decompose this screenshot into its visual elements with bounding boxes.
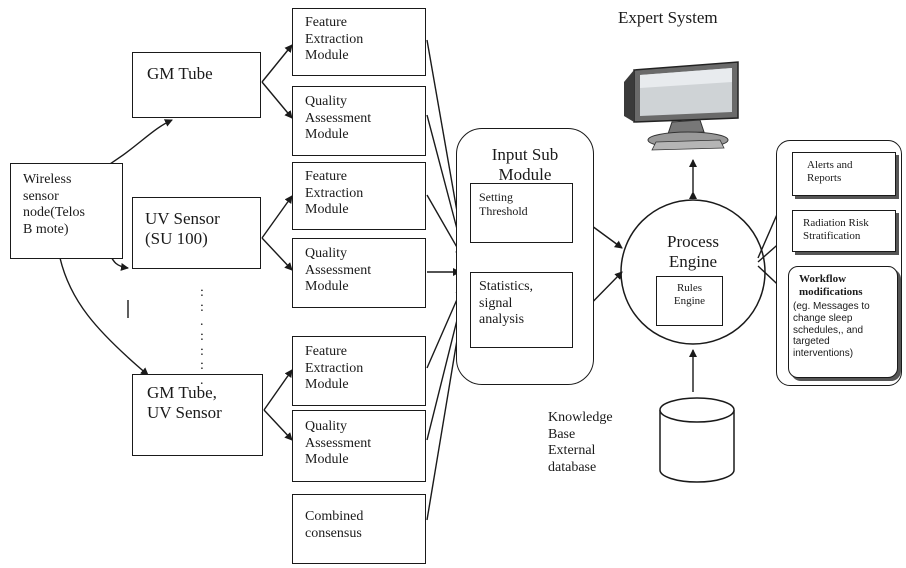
statistics-signal-analysis-box: Statistics, signal analysis [470, 272, 573, 348]
workflow-modifications-detail: (eg. Messages to change sleep schedules,… [793, 301, 870, 360]
setting-threshold-box: Setting Threshold [470, 183, 573, 243]
workflow-modifications-title: Workflow modifications [799, 273, 863, 298]
rules-engine-label: Rules Engine [673, 282, 706, 307]
gm-tube-label: GM Tube [147, 64, 213, 83]
knowledge-base-label: Knowledge Base External database [548, 410, 613, 475]
wireless-sensor-node-label: Wireless sensor node(Telos B mote) [23, 172, 86, 237]
quality-assessment-label-2: Quality Assessment Module [305, 246, 372, 295]
arrow-uv-to-quality [261, 237, 293, 271]
arrow-gm-to-feature [261, 44, 293, 83]
combined-consensus-box: Combined consensus [292, 494, 426, 564]
uv-sensor-box: UV Sensor (SU 100) [132, 197, 261, 269]
process-engine-label: Process Engine [667, 232, 719, 272]
radiation-risk-label: Radiation Risk Stratification [803, 217, 869, 242]
arrow-gmuv-to-feature [263, 369, 293, 411]
feature-extraction-module-2: Feature Extraction Module [292, 162, 426, 230]
feature-extraction-module-1: Feature Extraction Module [292, 8, 426, 76]
arrow-uv-to-feature [261, 195, 293, 239]
workflow-modifications-box: Workflow modifications (eg. Messages to … [788, 266, 898, 378]
alerts-reports-box: Alerts and Reports [792, 152, 896, 196]
gm-uv-sensor-box: GM Tube, UV Sensor [132, 374, 263, 456]
alerts-reports-label: Alerts and Reports [807, 159, 853, 184]
feature-extraction-label-1: Feature Extraction Module [305, 15, 364, 64]
arrow-gmuv-to-quality [263, 409, 293, 441]
computer-monitor-icon [624, 61, 739, 151]
quality-assessment-module-1: Quality Assessment Module [292, 86, 426, 156]
vertical-continuation-dots: : : . : : : . [200, 285, 205, 389]
database-cylinder-icon [659, 397, 735, 483]
feature-extraction-module-3: Feature Extraction Module [292, 336, 426, 406]
gm-uv-sensor-label: GM Tube, UV Sensor [147, 383, 222, 423]
input-sub-module-title: Input Sub Module [491, 145, 559, 185]
combined-consensus-label: Combined consensus [305, 509, 364, 541]
wireless-sensor-node-box: Wireless sensor node(Telos B mote) [10, 163, 123, 259]
process-engine-circle [620, 199, 766, 345]
feature-extraction-label-2: Feature Extraction Module [305, 169, 364, 218]
quality-assessment-label-3: Quality Assessment Module [305, 419, 372, 468]
setting-threshold-label: Setting Threshold [479, 190, 528, 219]
quality-assessment-label-1: Quality Assessment Module [305, 94, 372, 143]
rules-engine-box: Rules Engine [656, 276, 723, 326]
gm-tube-box: GM Tube [132, 52, 261, 118]
feature-extraction-label-3: Feature Extraction Module [305, 344, 364, 393]
quality-assessment-module-3: Quality Assessment Module [292, 410, 426, 482]
radiation-risk-box: Radiation Risk Stratification [792, 210, 896, 252]
expert-system-title: Expert System [618, 8, 718, 27]
uv-sensor-label: UV Sensor (SU 100) [145, 209, 220, 249]
statistics-signal-analysis-label: Statistics, signal analysis [479, 279, 534, 328]
quality-assessment-module-2: Quality Assessment Module [292, 238, 426, 308]
arrow-gm-to-quality [261, 81, 293, 119]
arrow-node-to-gm-uv [59, 257, 149, 376]
